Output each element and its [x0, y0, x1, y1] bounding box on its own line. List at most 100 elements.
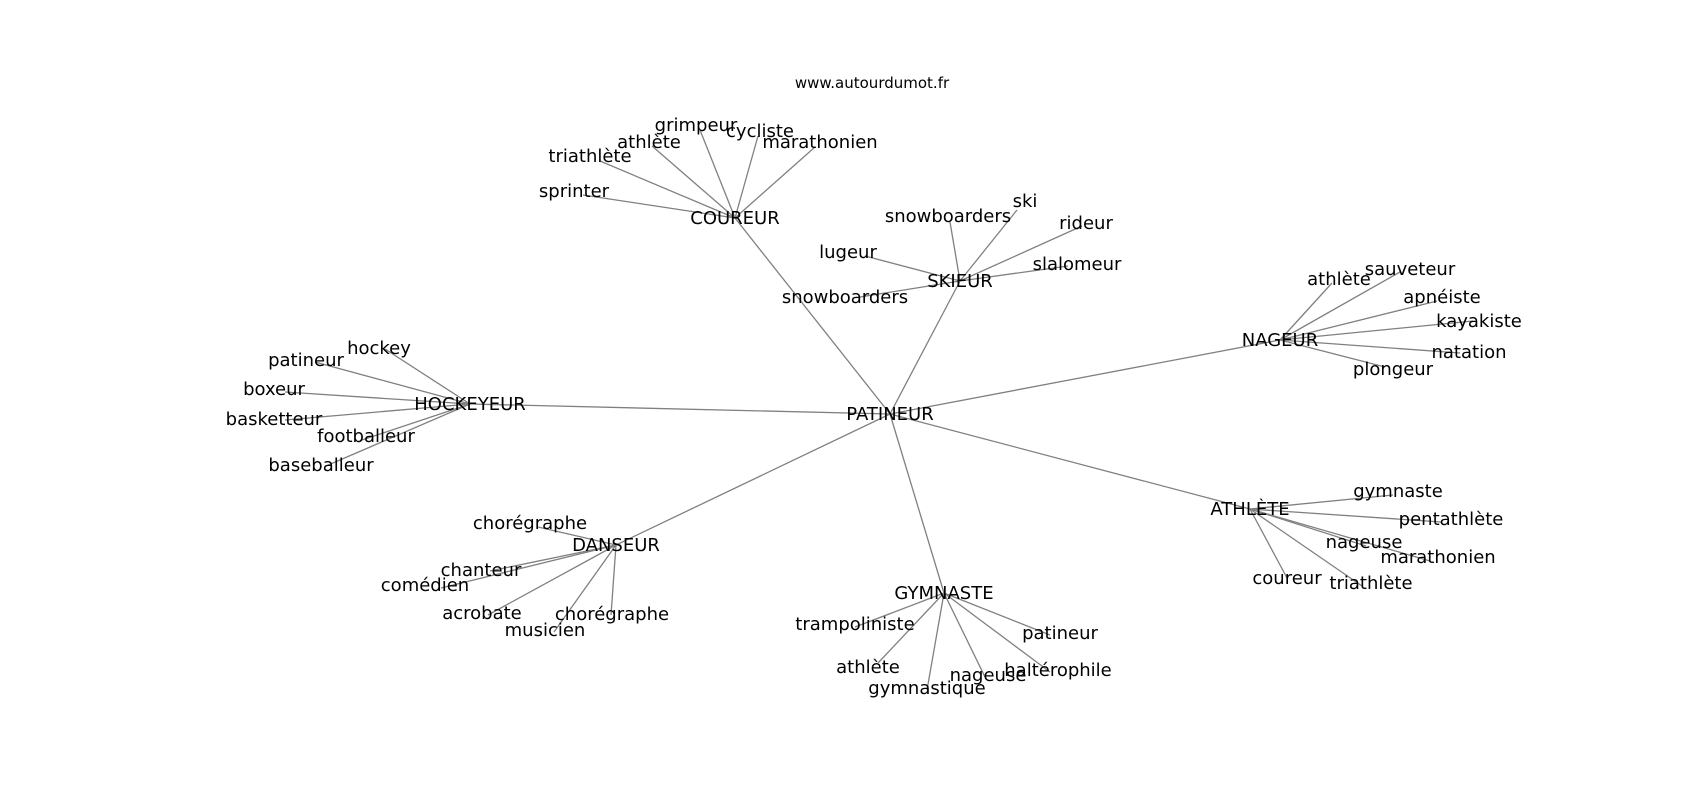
leaf-node-label: boxeur [243, 379, 305, 400]
leaf-node-label: footballeur [317, 426, 415, 447]
leaf-node-label: coureur [1252, 568, 1322, 589]
edge-coureur-leaf-3 [734, 146, 816, 219]
leaf-node-label: athlète [1307, 269, 1371, 290]
edge-skieur-leaf-1 [949, 221, 961, 282]
leaf-node-label: triathlète [1329, 573, 1412, 594]
edge-hockeyeur-leaf-3 [284, 403, 471, 421]
hub-node-label-danseur: DANSEUR [572, 535, 660, 556]
edge-athlete-leaf-1 [1249, 508, 1442, 523]
hub-node-label-hockeyeur: HOCKEYEUR [414, 394, 526, 415]
leaf-node-label: musicien [505, 620, 586, 641]
edge-danseur-leaf-4 [610, 544, 617, 616]
edge-skieur-leaf-5 [859, 280, 961, 298]
edge-nageur-leaf-5 [1279, 339, 1386, 368]
edge-center-gymnaste [889, 413, 945, 594]
edge-nageur-leaf-2 [1279, 300, 1438, 341]
leaf-node-label: snowboarders [782, 287, 908, 308]
leaf-node-label: athlète [836, 657, 900, 678]
hub-node-label-nageur: NAGEUR [1242, 330, 1318, 351]
edge-gymnaste-leaf-0 [854, 592, 945, 628]
edge-center-danseur [615, 413, 891, 546]
leaf-node-label: trampoliniste [795, 614, 914, 635]
edge-center-nageur [889, 339, 1281, 415]
edge-gymnaste-leaf-5 [926, 592, 945, 691]
leaf-node-label: triathlète [548, 146, 631, 167]
hub-node-label-coureur: COUREUR [690, 208, 779, 229]
edge-danseur-leaf-0 [537, 526, 617, 546]
edge-coureur-leaf-4 [599, 160, 736, 219]
leaf-node-label: grimpeur [655, 115, 738, 136]
edge-coureur-leaf-0 [699, 129, 736, 219]
leaf-node-label: plongeur [1353, 359, 1434, 380]
leaf-node-label: nageuse [950, 665, 1027, 686]
edge-danseur-leaf-3 [487, 544, 617, 616]
leaf-node-label: hockey [347, 338, 411, 359]
leaf-node-label: sprinter [539, 181, 610, 202]
leaf-node-label: basketteur [226, 409, 323, 430]
edge-athlete-leaf-4 [1249, 508, 1288, 579]
leaf-node-label: gymnaste [1353, 481, 1443, 502]
center-node-label: PATINEUR [846, 404, 933, 425]
edge-hockeyeur-leaf-5 [325, 403, 471, 467]
edge-coureur-leaf-5 [582, 194, 736, 219]
leaf-node-label: athlète [617, 132, 681, 153]
leaf-node-label: patineur [1022, 623, 1098, 644]
leaf-node-label: rideur [1059, 213, 1113, 234]
leaf-node-label: natation [1431, 342, 1506, 363]
leaf-node-label: comédien [381, 575, 469, 596]
edge-center-coureur [734, 217, 891, 415]
leaf-node-label: slalomeur [1033, 254, 1122, 275]
leaf-node-label: chanteur [441, 560, 522, 581]
edge-hockeyeur-leaf-1 [314, 361, 471, 405]
edge-nageur-leaf-4 [1279, 339, 1461, 354]
edge-hockeyeur-leaf-0 [384, 348, 471, 405]
leaf-node-label: kayakiste [1436, 311, 1522, 332]
edge-skieur-leaf-0 [959, 209, 1018, 282]
leaf-node-label: lugeur [819, 242, 877, 263]
leaf-node-label: haltérophile [1004, 660, 1112, 681]
edges [284, 129, 1474, 691]
edge-athlete-leaf-5 [1249, 508, 1363, 587]
edge-coureur-leaf-1 [734, 135, 759, 219]
edge-nageur-leaf-1 [1279, 271, 1401, 341]
leaf-node-label: cycliste [726, 121, 794, 142]
edge-danseur-leaf-1 [489, 544, 617, 572]
edge-center-skieur [889, 280, 961, 415]
leaf-node-label: apnéiste [1403, 287, 1480, 308]
edge-gymnaste-leaf-1 [943, 592, 1051, 636]
leaf-node-label: acrobate [442, 603, 522, 624]
edge-gymnaste-leaf-4 [943, 592, 986, 678]
leaf-node-label: pentathlète [1399, 509, 1504, 530]
leaf-node-label: chorégraphe [555, 604, 669, 625]
edge-danseur-leaf-2 [440, 544, 617, 589]
edge-athlete-leaf-3 [1249, 508, 1431, 562]
watermark: www.autourdumot.fr [795, 74, 950, 92]
leaf-node-label: chorégraphe [473, 513, 587, 534]
edge-nageur-leaf-0 [1279, 282, 1333, 341]
leaf-node-label: marathonien [1380, 547, 1495, 568]
edge-skieur-leaf-2 [959, 225, 1083, 282]
leaf-node-label: snowboarders [885, 206, 1011, 227]
edge-center-hockeyeur [469, 403, 891, 415]
leaf-node-label: patineur [268, 350, 344, 371]
edge-gymnaste-leaf-2 [877, 592, 945, 664]
edge-hockeyeur-leaf-4 [361, 403, 471, 441]
edge-skieur-leaf-4 [959, 265, 1069, 282]
edge-nageur-leaf-3 [1279, 320, 1474, 341]
leaf-node-label: baseballeur [268, 455, 374, 476]
hub-node-label-athlete: ATHLÈTE [1210, 498, 1289, 520]
leaf-node-label: gymnastique [868, 678, 985, 699]
hub-node-label-skieur: SKIEUR [927, 271, 993, 292]
edge-athlete-leaf-0 [1249, 494, 1394, 510]
leaf-node-label: nageuse [1326, 532, 1403, 553]
edge-skieur-leaf-3 [864, 255, 961, 282]
edge-center-athlete [889, 413, 1251, 510]
hub-node-label-gymnaste: GYMNASTE [894, 583, 993, 604]
leaf-node-label: marathonien [762, 132, 877, 153]
edge-hockeyeur-leaf-2 [284, 391, 471, 405]
leaf-node-label: sauveteur [1365, 259, 1456, 280]
edge-gymnaste-leaf-3 [943, 592, 1051, 673]
edge-coureur-leaf-2 [651, 145, 736, 219]
